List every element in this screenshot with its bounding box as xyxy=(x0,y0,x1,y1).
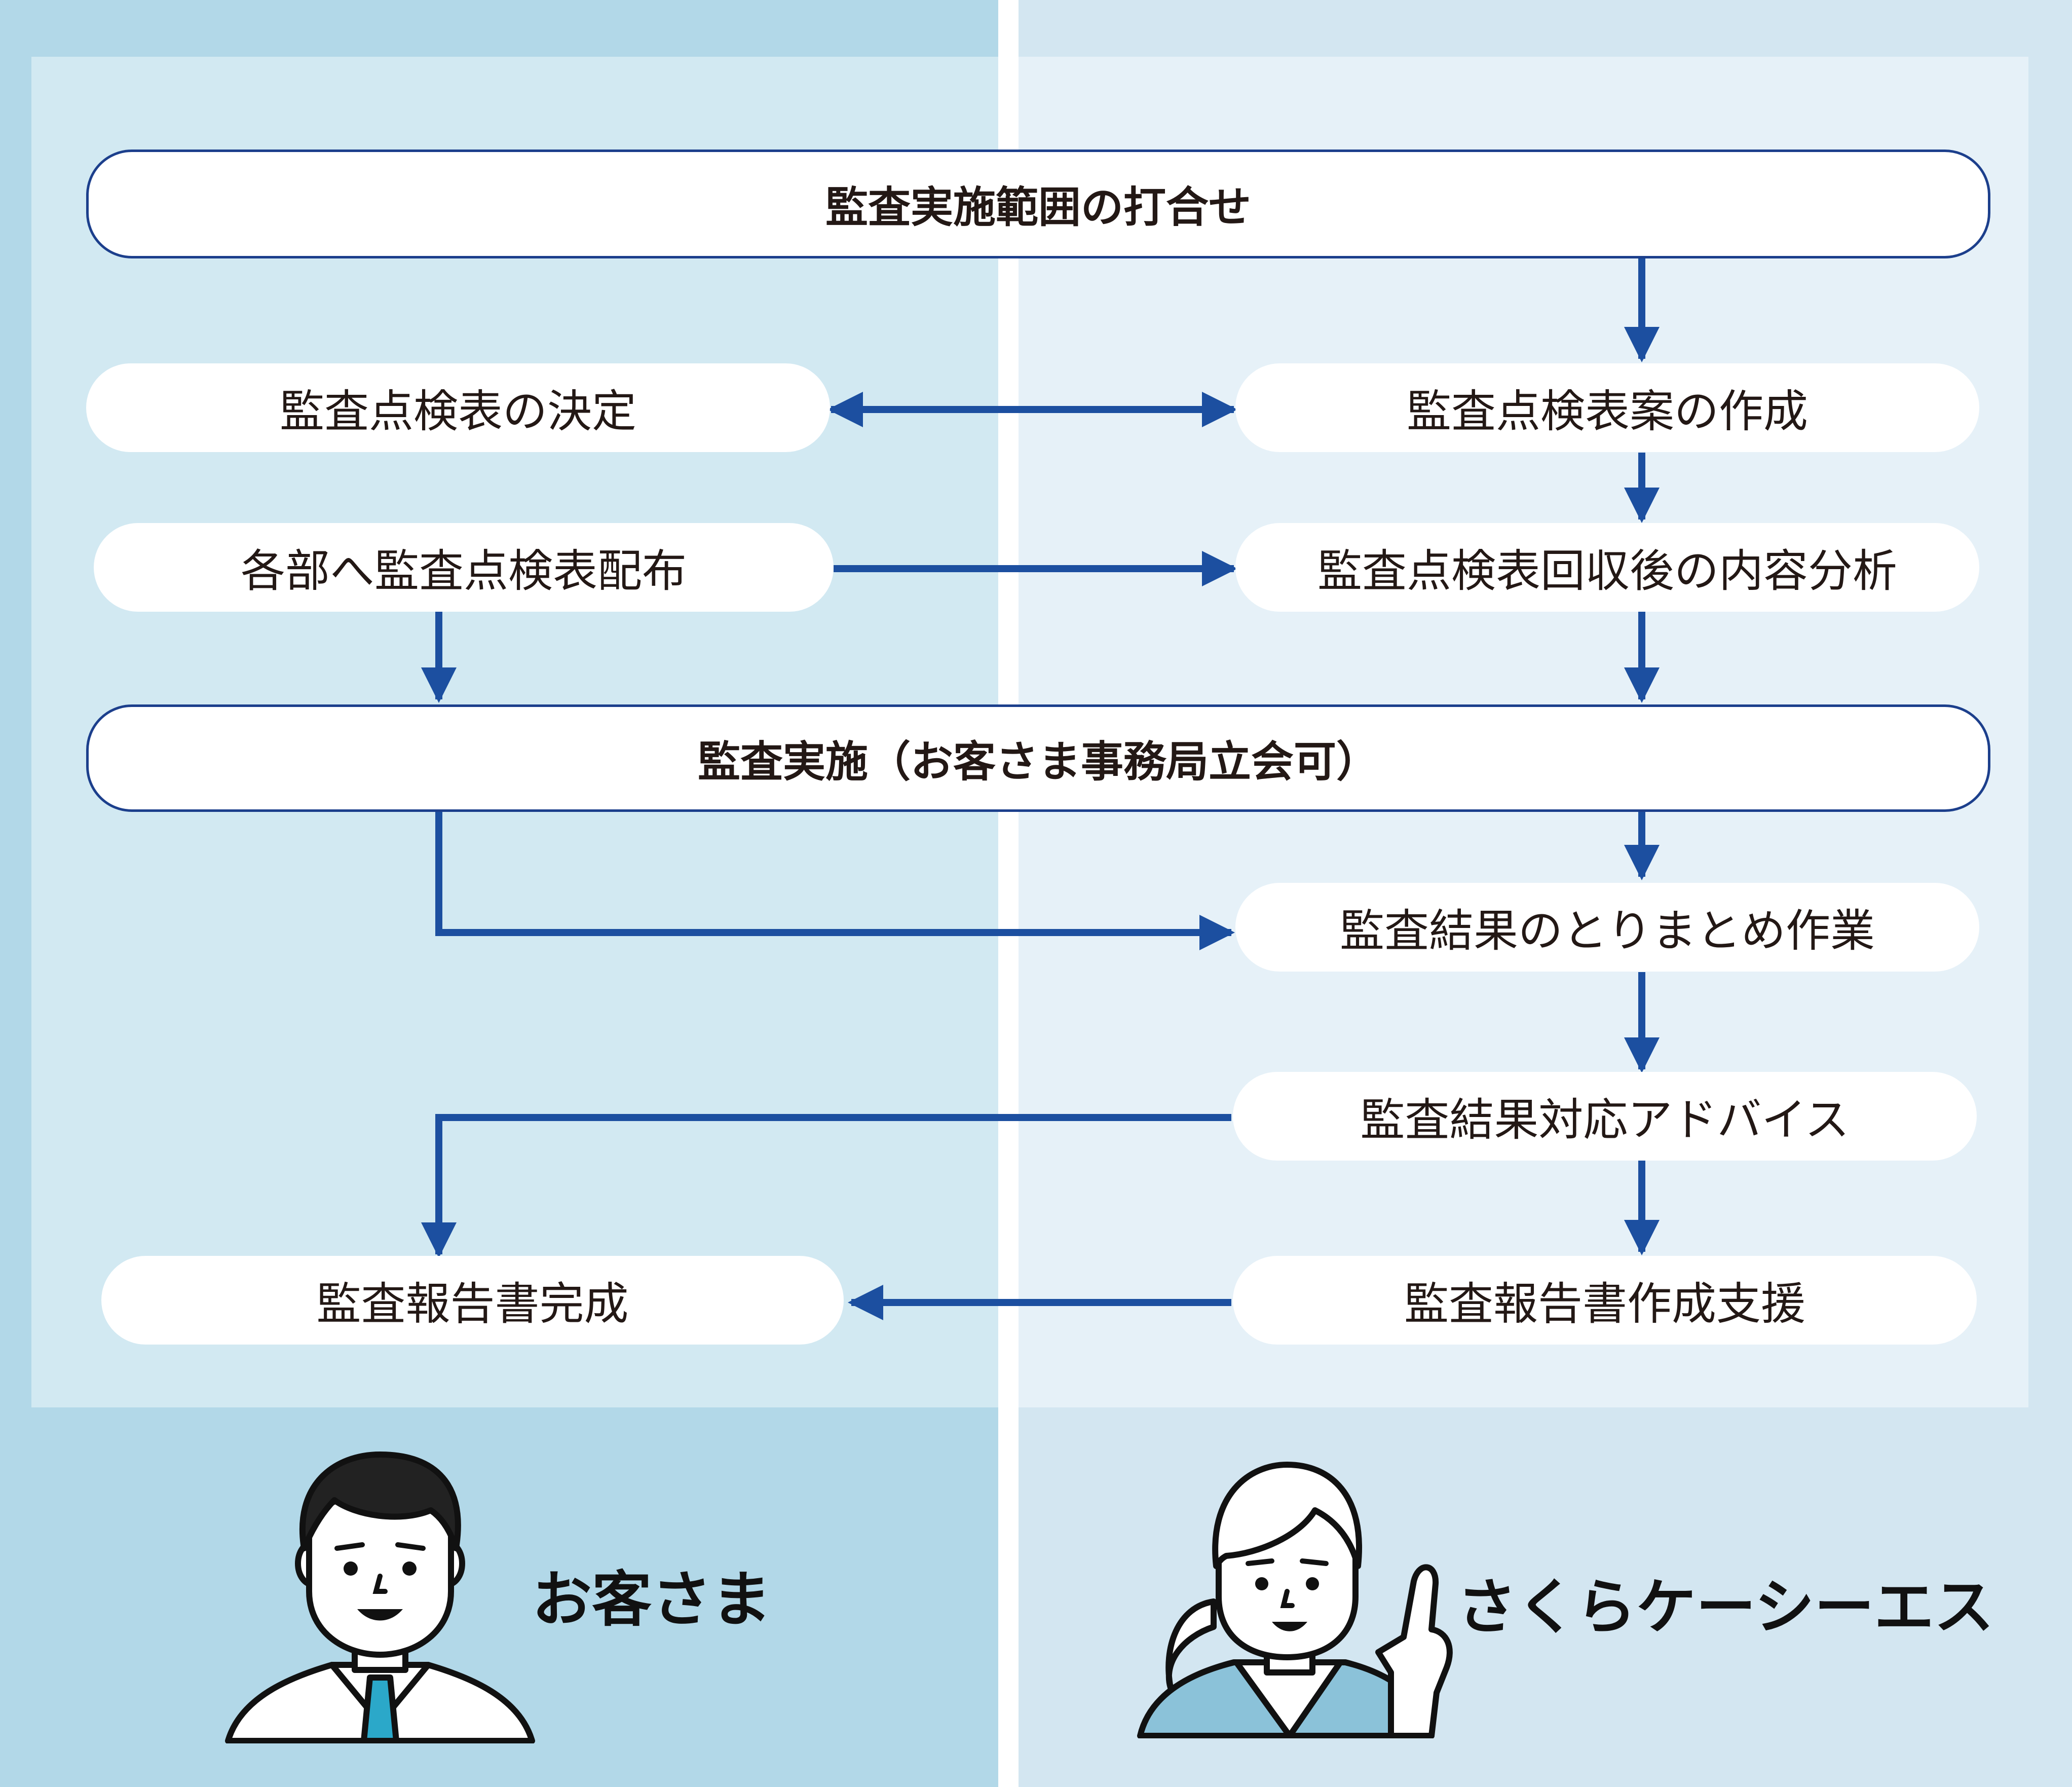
step-scope-meeting: 監査実施範囲の打合せ xyxy=(86,150,1990,258)
step-results-summary: 監査結果のとりまとめ作業 xyxy=(1235,883,1979,972)
step-results-advice: 監査結果対応アドバイス xyxy=(1233,1072,1977,1161)
arrow-advice-to-completion xyxy=(421,1114,1231,1258)
provider-avatar-icon xyxy=(1137,1462,1453,1738)
client-label: お客さま xyxy=(532,1565,772,1634)
step-checklist-draft: 監査点検表案の作成 xyxy=(1235,363,1979,452)
step-checklist-analysis: 監査点検表回収後の内容分析 xyxy=(1235,523,1979,612)
step-report-support: 監査報告書作成支援 xyxy=(1233,1256,1977,1345)
step-audit-execution: 監査実施（お客さま事務局立会可） xyxy=(86,704,1990,812)
step-checklist-distribution: 各部へ監査点検表配布 xyxy=(94,523,834,612)
provider-label: さくらケーシーエス xyxy=(1457,1572,1994,1642)
client-avatar-icon xyxy=(225,1451,535,1743)
arrow-execution-to-summary-left xyxy=(435,812,1235,950)
step-report-completion: 監査報告書完成 xyxy=(101,1256,844,1345)
step-checklist-decision: 監査点検表の決定 xyxy=(86,363,830,452)
